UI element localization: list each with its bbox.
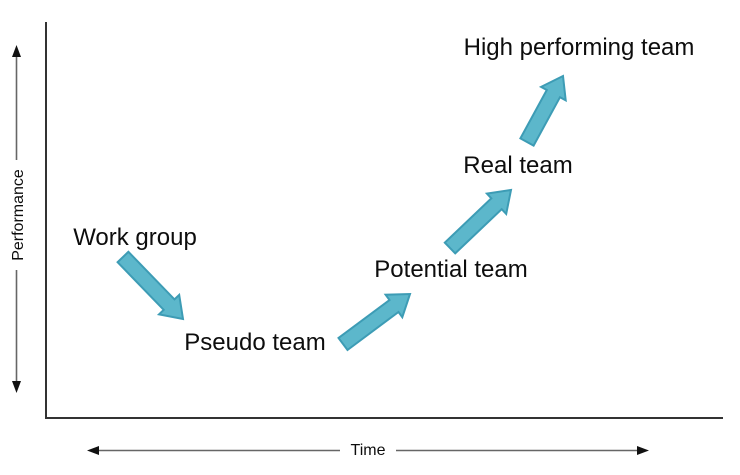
stage-label-potential-team: Potential team bbox=[374, 256, 528, 283]
stage-label-pseudo-team: Pseudo team bbox=[184, 329, 326, 356]
stage-label-high-performing-team: High performing team bbox=[463, 34, 695, 61]
flow-arrows bbox=[116, 74, 567, 352]
time-axis-arrow bbox=[87, 446, 649, 455]
arrow-real-team-to-high-performing-team bbox=[519, 74, 567, 147]
arrow-pseudo-team-to-potential-team bbox=[337, 292, 412, 352]
x-axis-label: Time bbox=[350, 442, 386, 459]
arrow-left-icon bbox=[87, 446, 99, 455]
y-axis-label: Performance bbox=[10, 169, 27, 261]
arrow-down-icon bbox=[12, 381, 21, 393]
stage-label-real-team: Real team bbox=[463, 152, 573, 179]
arrow-right-icon bbox=[637, 446, 649, 455]
arrow-up-icon bbox=[12, 45, 21, 57]
axes-border-line bbox=[45, 22, 723, 419]
stage-label-work-group: Work group bbox=[73, 224, 197, 251]
arrow-work-group-to-pseudo-team bbox=[116, 250, 185, 321]
arrow-potential-team-to-real-team bbox=[443, 188, 513, 255]
performance-axis-arrow bbox=[12, 45, 21, 393]
